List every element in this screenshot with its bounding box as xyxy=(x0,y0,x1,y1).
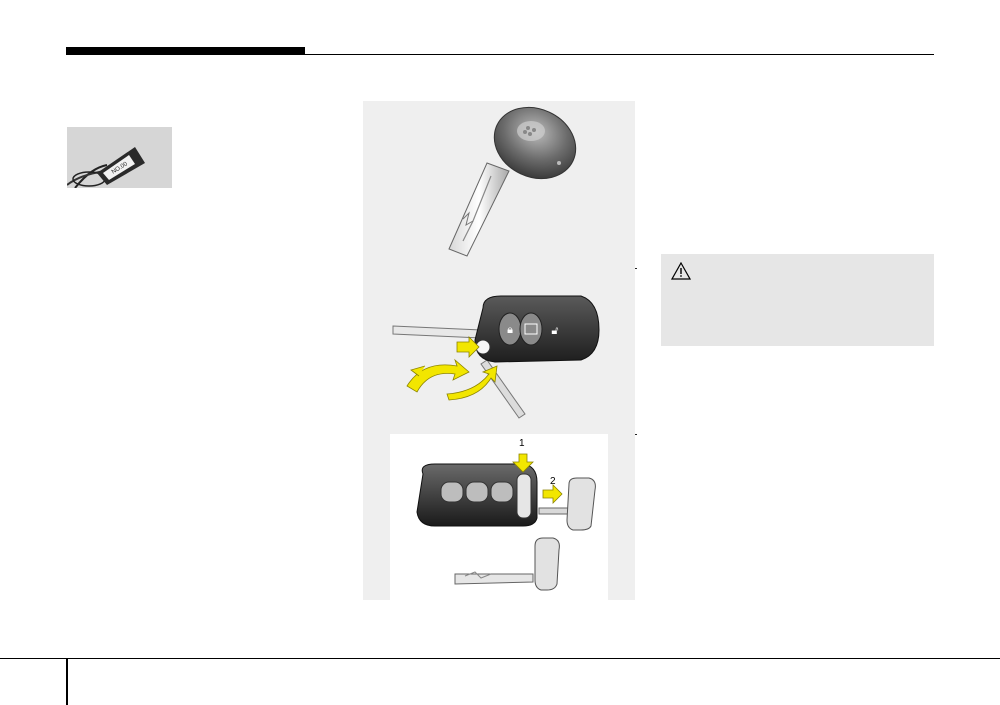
footer-divider xyxy=(66,658,68,705)
header-bar xyxy=(66,47,305,55)
warning-triangle-icon xyxy=(671,262,691,280)
svg-text:🔓︎: 🔓︎ xyxy=(551,324,558,337)
caution-box xyxy=(661,254,934,346)
header-rule xyxy=(66,54,934,55)
footer-rule xyxy=(0,658,1000,659)
figure-standard-key xyxy=(363,101,635,268)
callout-2: 2 xyxy=(550,476,556,487)
figure-smart-key: 1 2 xyxy=(363,434,635,600)
figure-folding-key: 🔒︎ 🔓︎ xyxy=(363,268,635,434)
svg-text:🔒︎: 🔒︎ xyxy=(507,323,513,336)
standard-key-icon xyxy=(448,106,577,257)
folding-key-icon: 🔒︎ 🔓︎ xyxy=(392,295,600,419)
key-tag-illustration: NO.00 xyxy=(67,127,172,188)
callout-1: 1 xyxy=(519,438,525,449)
key-tag-image: NO.00 xyxy=(67,127,172,188)
smart-key-icon xyxy=(416,453,596,591)
